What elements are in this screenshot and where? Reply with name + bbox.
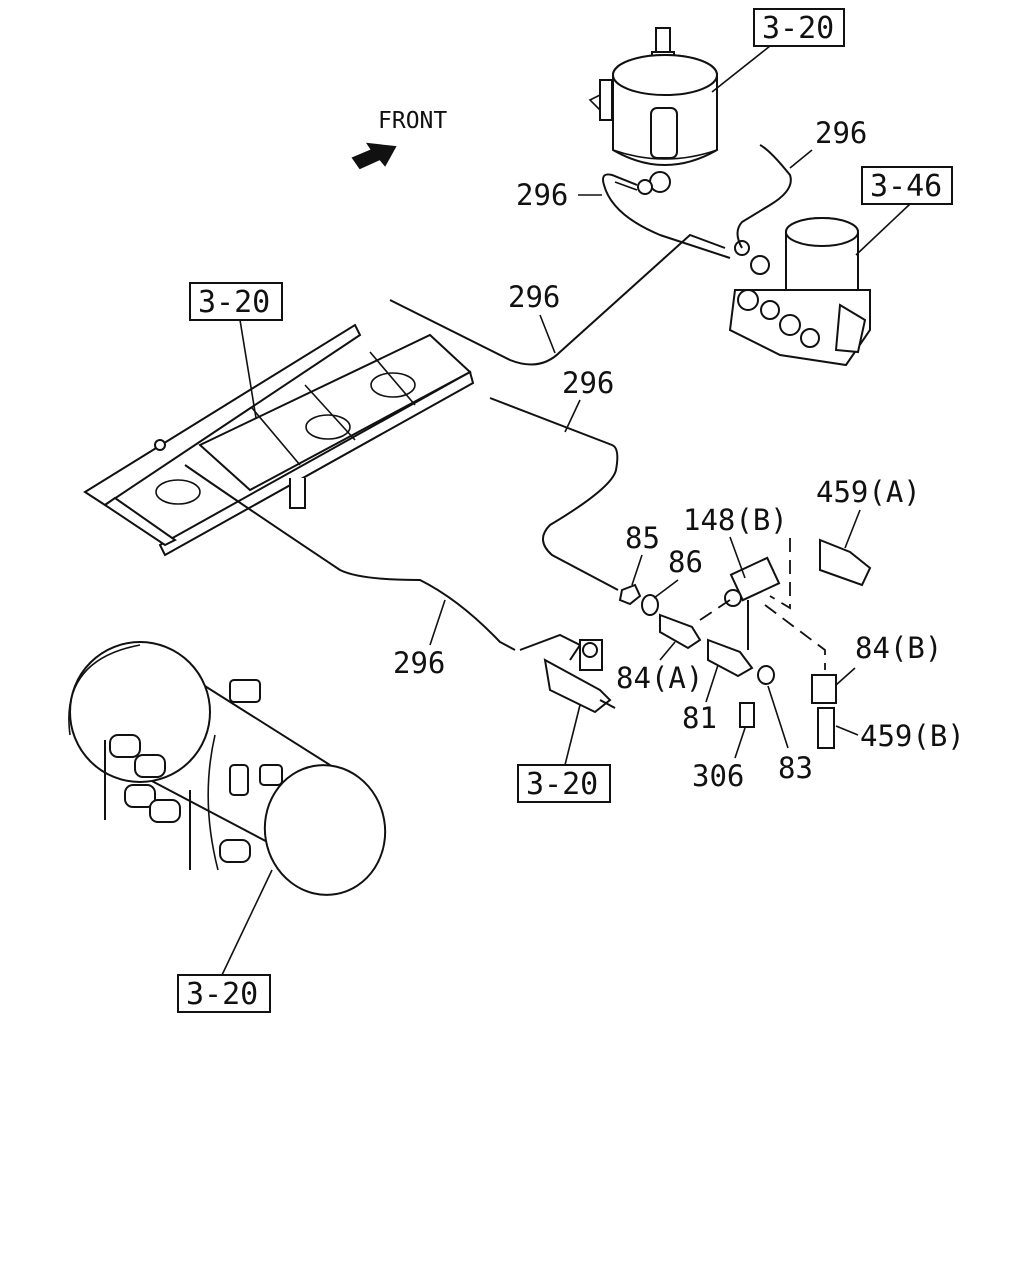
ref-label: 3-20 [186,977,258,1012]
ref-box-frame[interactable]: 3-20 [189,282,283,321]
sensor-459a [819,538,872,587]
fittings [618,538,872,749]
dashed-links [699,538,826,670]
tee-148b [729,556,781,602]
cock-81 [707,638,754,678]
callout-84a: 84(A) [616,661,703,695]
ref-box-tank-bottom[interactable]: 3-20 [177,974,271,1013]
washer-86 [641,594,659,616]
sensor-459b [817,707,835,749]
callout-296-top-short: 296 [815,116,867,150]
ref-label: 3-20 [762,11,834,46]
cap-83 [757,665,775,685]
connector-84b [811,674,837,704]
callout-296-top-left: 296 [516,178,568,212]
nut-85 [618,583,642,606]
front-label: FRONT [378,108,447,134]
ref-box-tank-top[interactable]: 3-20 [753,8,845,47]
callout-296-middle: 296 [508,280,560,314]
callout-81: 81 [682,701,717,735]
plug-306 [739,702,755,728]
callout-86: 86 [668,545,703,579]
ref-box-valve-block[interactable]: 3-20 [517,764,611,803]
callout-148b: 148(B) [683,503,788,537]
valve-block [519,633,616,714]
callout-459a: 459(A) [816,475,921,509]
ref-label: 3-20 [198,285,270,320]
ref-box-dryer[interactable]: 3-46 [861,166,953,205]
callout-296-bottom: 296 [393,646,445,680]
callout-84b: 84(B) [855,631,942,665]
ref-label: 3-20 [526,767,598,802]
frame-crossmember [83,323,475,557]
callout-83: 83 [778,751,813,785]
front-arrow: FRONT [351,108,447,170]
callout-459b: 459(B) [860,719,965,753]
top-air-tank [588,27,718,195]
callout-85: 85 [625,521,660,555]
connector-84a [659,613,702,650]
bottom-air-tank [68,641,387,896]
callout-306: 306 [692,759,744,793]
air-pipes [184,144,792,651]
ref-label: 3-46 [870,169,942,204]
callout-296-lower: 296 [562,366,614,400]
air-dryer [728,217,871,367]
